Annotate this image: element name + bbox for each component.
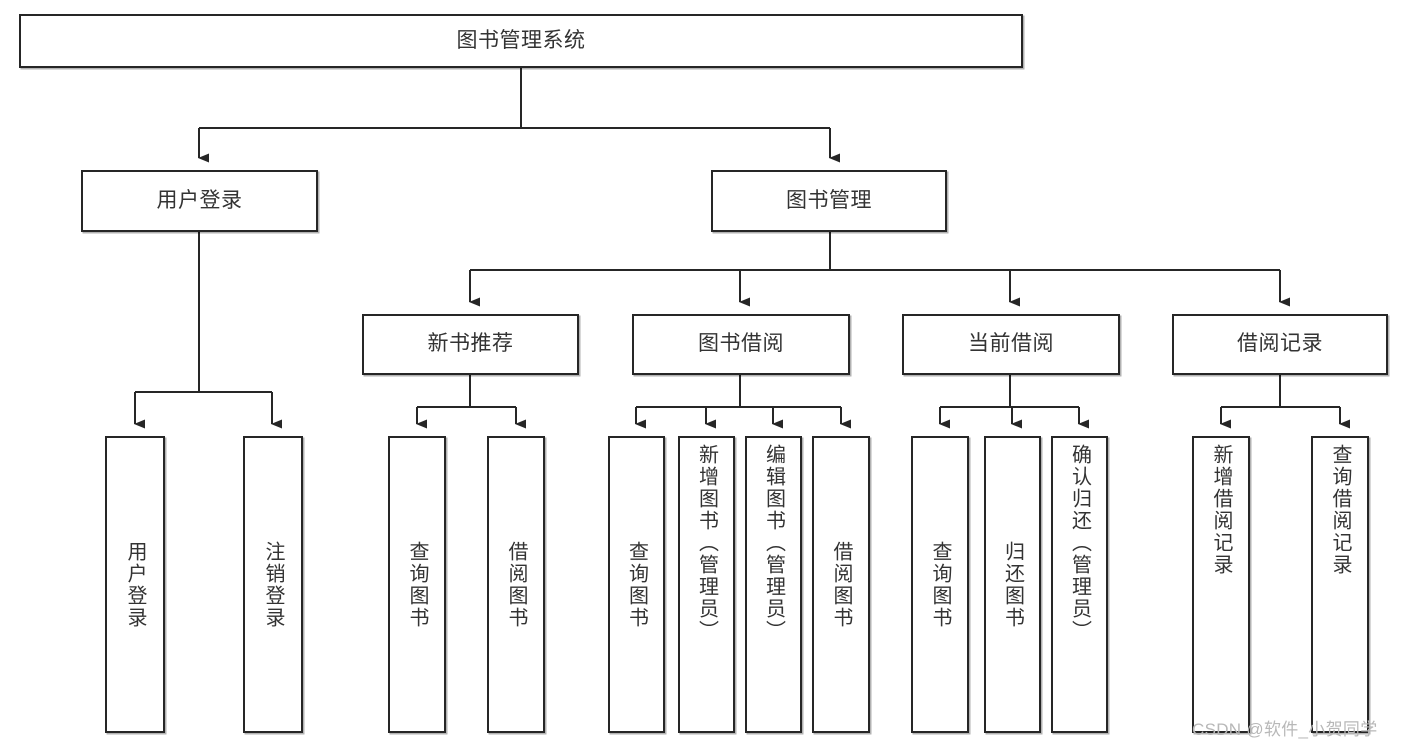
node-book-borrow[interactable]: 图书借阅 (632, 314, 850, 375)
node-leaf-edit-book-label: 编辑图书（管理员） (762, 444, 785, 642)
node-leaf-query-book-borrow[interactable]: 查询图书 (608, 436, 665, 733)
node-leaf-user-logout[interactable]: 注销登录 (243, 436, 303, 733)
node-leaf-return-book[interactable]: 归还图书 (984, 436, 1041, 733)
node-leaf-return-book-label: 归还图书 (1001, 540, 1024, 629)
node-leaf-confirm-return[interactable]: 确认归还（管理员） (1051, 436, 1108, 733)
node-leaf-add-record[interactable]: 新增借阅记录 (1192, 436, 1250, 733)
node-leaf-user-login[interactable]: 用户登录 (105, 436, 165, 733)
node-leaf-borrow-book-label: 借阅图书 (830, 540, 852, 629)
node-book-manage-label: 图书管理 (786, 188, 872, 212)
node-leaf-query-record[interactable]: 查询借阅记录 (1311, 436, 1369, 733)
node-new-book-rec[interactable]: 新书推荐 (362, 314, 579, 375)
node-book-manage[interactable]: 图书管理 (711, 170, 947, 232)
node-current-borrow-label: 当前借阅 (968, 332, 1054, 356)
node-root-label: 图书管理系统 (456, 28, 586, 52)
node-leaf-query-book-rec[interactable]: 查询图书 (388, 436, 446, 733)
node-leaf-query-book-rec-label: 查询图书 (406, 540, 428, 629)
node-user-login[interactable]: 用户登录 (81, 170, 318, 232)
node-current-borrow[interactable]: 当前借阅 (902, 314, 1120, 375)
node-leaf-query-book-borrow-label: 查询图书 (625, 540, 648, 629)
node-borrow-record-label: 借阅记录 (1237, 332, 1323, 356)
node-leaf-confirm-return-label: 确认归还（管理员） (1068, 444, 1091, 642)
node-leaf-add-book[interactable]: 新增图书（管理员） (678, 436, 735, 733)
node-leaf-query-book-current[interactable]: 查询图书 (911, 436, 969, 733)
node-leaf-add-book-label: 新增图书（管理员） (695, 444, 718, 642)
node-leaf-borrow-book-rec[interactable]: 借阅图书 (487, 436, 545, 733)
node-root[interactable]: 图书管理系统 (19, 14, 1023, 68)
node-leaf-edit-book[interactable]: 编辑图书（管理员） (745, 436, 802, 733)
node-leaf-borrow-book-rec-label: 借阅图书 (505, 540, 527, 629)
node-leaf-borrow-book[interactable]: 借阅图书 (812, 436, 870, 733)
node-leaf-user-logout-label: 注销登录 (262, 540, 284, 629)
node-borrow-record[interactable]: 借阅记录 (1172, 314, 1388, 375)
node-new-book-rec-label: 新书推荐 (427, 332, 514, 356)
node-leaf-query-record-label: 查询借阅记录 (1329, 444, 1351, 576)
node-user-login-label: 用户登录 (156, 188, 243, 212)
node-leaf-add-record-label: 新增借阅记录 (1210, 444, 1232, 576)
node-book-borrow-label: 图书借阅 (698, 332, 784, 356)
csdn-watermark: CSDN @软件_小贺同学 (1192, 720, 1378, 739)
node-leaf-user-login-label: 用户登录 (124, 540, 146, 629)
node-leaf-query-book-current-label: 查询图书 (929, 540, 951, 629)
